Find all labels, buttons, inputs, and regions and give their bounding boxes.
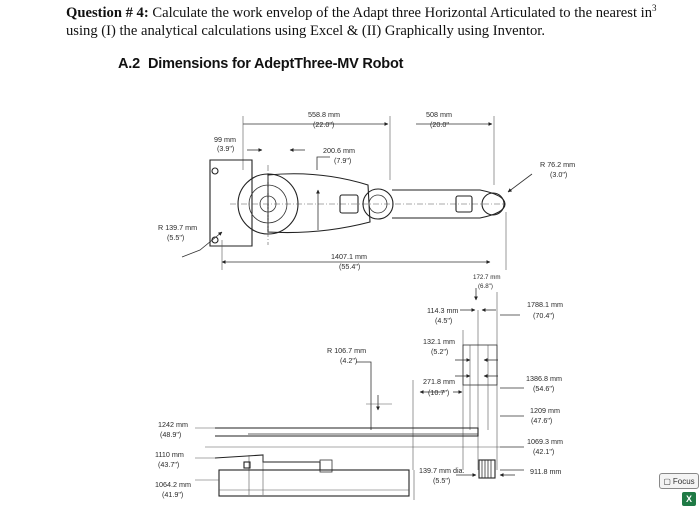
focus-label: Focus: [672, 476, 695, 486]
quill-housing: [462, 344, 498, 386]
label-1386-mm: 1386.8 mm: [526, 374, 562, 383]
base-hole: [211, 167, 219, 175]
question-label: Question # 4:: [66, 5, 149, 21]
label-132-mm: 132.1 mm: [423, 337, 455, 346]
base-box: [218, 469, 410, 497]
label-1788-in: (70.4"): [533, 311, 554, 320]
label-99-mm: 99 mm: [214, 135, 236, 144]
label-1069-in: (42.1"): [533, 447, 554, 456]
section-title: A.2 Dimensions for AdeptThree-MV Robot: [118, 56, 403, 72]
elbow-joint: [362, 188, 394, 220]
label-r106-mm: R 106.7 mm: [327, 346, 366, 355]
lower-arm-box: [319, 459, 333, 473]
gripper: [478, 459, 496, 479]
section-number: A.2: [118, 56, 140, 72]
label-508-in: (20.0": [430, 120, 449, 129]
dimension-labels: 558.8 mm (22.0") 508 mm (20.0" 99 mm (3.…: [155, 110, 575, 499]
inner-link: [267, 173, 371, 234]
label-132-in: (5.2"): [431, 347, 448, 356]
focus-button[interactable]: ▢ Focus: [659, 473, 699, 489]
label-271-mm: 271.8 mm: [423, 377, 455, 386]
arm-bar: [215, 427, 479, 437]
label-139dia-in: (5.5"): [433, 476, 450, 485]
label-114-mm: 114.3 mm: [427, 306, 458, 315]
label-1407-mm: 1407.1 mm: [331, 252, 367, 261]
question-text: Question # 4: Calculate the work envelop…: [66, 3, 657, 39]
dim-line-200: [316, 156, 330, 170]
label-1110-in: (43.7"): [158, 460, 179, 469]
top-view: [181, 116, 533, 270]
label-114-in: (4.5"): [435, 316, 452, 325]
label-1110-mm: 1110 mm: [155, 450, 184, 459]
label-99-in: (3.9"): [217, 144, 234, 153]
label-200-in: (7.9"): [334, 156, 351, 165]
elbow-joint-inner: [368, 194, 388, 214]
section-heading: Dimensions for AdeptThree-MV Robot: [147, 56, 404, 72]
label-558-mm: 558.8 mm: [308, 110, 340, 119]
label-1242-mm: 1242 mm: [158, 420, 188, 429]
label-139dia-mm: 139.7 mm dia.: [419, 466, 465, 475]
joint-marker: [243, 461, 251, 469]
label-271-in: (10.7"): [428, 388, 449, 397]
label-1407-in: (55.4"): [339, 262, 360, 271]
link-box: [339, 194, 359, 214]
leader-r106: [356, 361, 372, 430]
label-1209-in: (47.6"): [531, 416, 552, 425]
label-r139-in: (5.5"): [167, 233, 184, 242]
lower-arm: [214, 454, 321, 471]
excel-icon[interactable]: X: [682, 492, 696, 506]
label-558-in: (22.0"): [313, 120, 334, 129]
leader-r139: [181, 231, 223, 258]
outer-link: [392, 189, 506, 219]
focus-icon: ▢: [663, 476, 671, 486]
wrist-joint: [481, 192, 505, 216]
label-1064-mm: 1064.2 mm: [155, 480, 191, 489]
base-plate: [209, 159, 253, 247]
label-1788-mm: 1788.1 mm: [527, 300, 563, 309]
label-200-mm: 200.6 mm: [323, 146, 355, 155]
label-1209-mm: 1209 mm: [530, 406, 560, 415]
side-view: [195, 288, 524, 500]
label-508-mm: 508 mm: [426, 110, 452, 119]
label-172-in: (6.8"): [478, 283, 493, 290]
label-911-mm: 911.8 mm: [530, 467, 561, 476]
label-1069-mm: 1069.3 mm: [527, 437, 563, 446]
label-1386-in: (54.6"): [533, 384, 554, 393]
wrist-box: [455, 195, 473, 213]
label-1242-in: (48.9"): [160, 430, 181, 439]
leader-r76: [507, 173, 533, 193]
label-r139-mm: R 139.7 mm: [158, 223, 197, 232]
label-1064-in: (41.9"): [162, 490, 183, 499]
label-r106-in: (4.2"): [340, 356, 357, 365]
label-172-mm: 172.7 mm: [473, 274, 501, 281]
label-r76-in: (3.0"): [550, 170, 567, 179]
label-r76-mm: R 76.2 mm: [540, 160, 575, 169]
